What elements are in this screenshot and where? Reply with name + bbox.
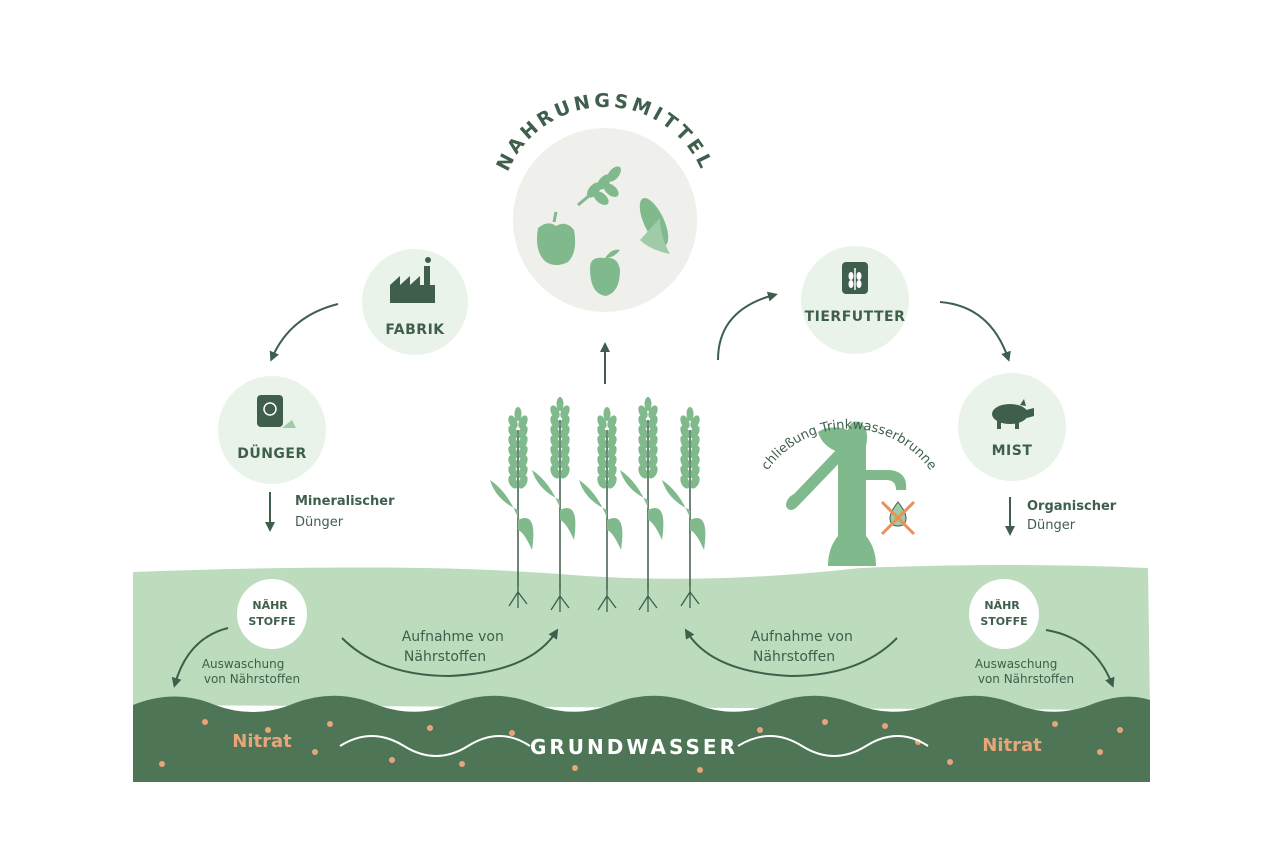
fertilizer-bag-icon: [257, 395, 296, 428]
organischer-duenger-label: Organischer Dünger: [1027, 499, 1120, 533]
mist-label: MIST: [992, 443, 1033, 459]
wheat-plant: [579, 407, 623, 612]
aufnahme-left-label: Aufnahme von Nährstoffen: [402, 629, 509, 665]
groundwater-wave-right: [737, 735, 929, 757]
naehrstoffe-left-circle: [237, 579, 307, 649]
tierfutter-label: TIERFUTTER: [805, 309, 906, 325]
corn-icon: [639, 198, 670, 254]
no-water-icon: [880, 500, 916, 536]
fabrik-label: FABRIK: [385, 322, 445, 338]
wheat-plant: [662, 407, 706, 608]
groundwater-layer: [133, 695, 1150, 782]
wheat-plant: [620, 397, 664, 612]
grundwasser-label: GRUNDWASSER: [530, 735, 738, 759]
wheat-plants: [490, 397, 706, 612]
wheat-icon: [577, 166, 621, 207]
aufnahme-right-label: Aufnahme von Nährstoffen: [751, 629, 858, 665]
water-pump-icon: [786, 421, 907, 566]
arrow-fabrik-to-duenger: [269, 303, 339, 362]
tierfutter-circle: [801, 246, 909, 354]
wheat-plant: [490, 407, 534, 608]
arrow-auswaschung-right: [1045, 629, 1115, 688]
factory-icon: [390, 257, 435, 303]
mineralischer-duenger-label: Mineralischer Dünger: [295, 494, 399, 530]
duenger-circle: [218, 376, 326, 484]
duenger-label: DÜNGER: [237, 444, 307, 462]
arrow-aufnahme-left: [341, 628, 559, 678]
arrow-aufnahme-right: [684, 628, 898, 678]
arrow-auswaschung-left: [171, 627, 229, 688]
nahrungsmittel-circle: [513, 128, 697, 312]
mist-circle: [958, 373, 1066, 481]
groundwater-wave-left: [339, 735, 531, 757]
nitrat-dots: [159, 719, 1123, 773]
naehrstoffe-right-circle: [969, 579, 1039, 649]
wheat-plant: [532, 397, 576, 612]
naehrstoffe-left-label: NÄHR STOFFE: [248, 598, 295, 628]
pepper-icon: [537, 211, 576, 265]
pig-icon: [992, 399, 1034, 429]
naehrstoffe-right-label: NÄHR STOFFE: [980, 598, 1027, 628]
auswaschung-left-label: Auswaschung von Nährstoffen: [202, 657, 300, 686]
nitrat-left-label: Nitrat: [232, 731, 292, 752]
arrow-tierfutter-to-mist: [939, 301, 1011, 362]
soil-layer: [133, 565, 1150, 710]
nitrat-right-label: Nitrat: [982, 735, 1042, 756]
apple-icon: [590, 249, 620, 296]
feed-bag-icon: [842, 262, 868, 294]
auswaschung-right-label: Auswaschung von Nährstoffen: [975, 657, 1074, 686]
pump-label: Schließung Trinkwasserbrunnen: [0, 0, 939, 473]
arrow-to-tierfutter: [717, 291, 778, 361]
